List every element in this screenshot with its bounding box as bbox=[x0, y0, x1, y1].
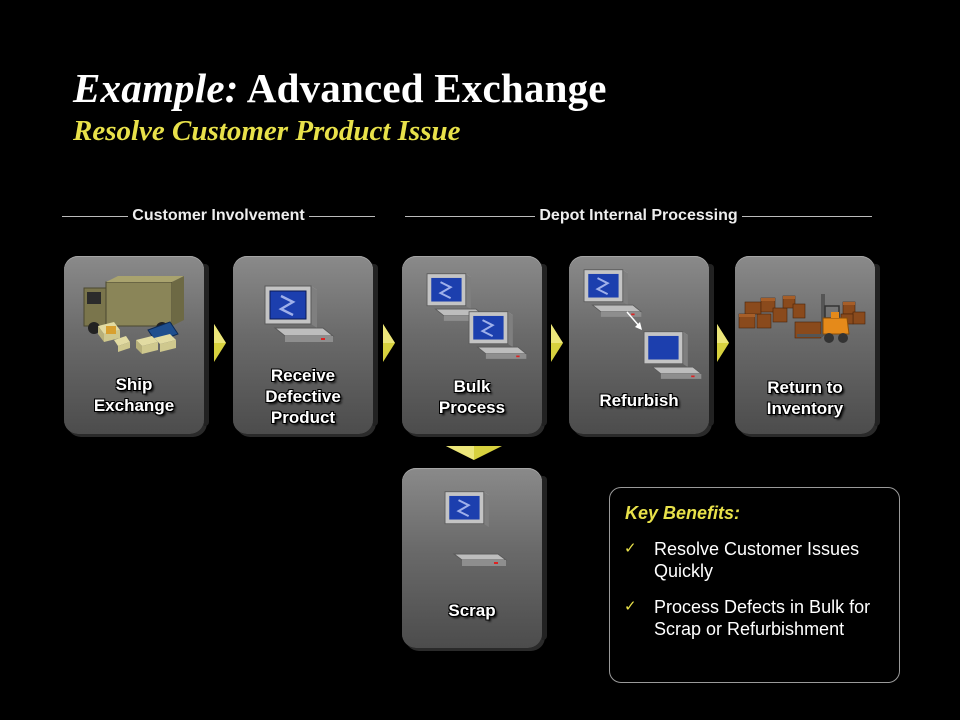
flow-arrow-icon bbox=[383, 324, 395, 362]
section-divider bbox=[741, 215, 873, 217]
step-tile-return-to-inventory: Return to Inventory bbox=[735, 256, 880, 434]
computer-icon bbox=[444, 491, 489, 528]
computer-icon bbox=[468, 311, 528, 359]
key-benefits-heading: Key Benefits: bbox=[625, 503, 741, 523]
step-label: Scrap bbox=[448, 601, 496, 620]
section-depot-label: Depot Internal Processing bbox=[539, 207, 738, 224]
flow-arrow-down-icon bbox=[446, 446, 502, 460]
step-label: Return to Inventory bbox=[735, 377, 875, 419]
label-line: Inventory bbox=[766, 399, 844, 418]
label-line: Ship bbox=[115, 375, 153, 394]
section-customer-label: Customer Involvement bbox=[132, 207, 305, 224]
benefit-item: Resolve Customer Issues Quickly bbox=[654, 539, 860, 581]
step-tile-bulk-process: Bulk Process bbox=[402, 256, 547, 434]
title-prefix: Example: bbox=[73, 65, 239, 111]
label-line: Exchange bbox=[93, 396, 175, 415]
section-divider bbox=[308, 215, 376, 217]
arrow-icon bbox=[626, 311, 642, 330]
label-line: Bulk bbox=[453, 377, 491, 396]
forklift-pallets-icon bbox=[738, 294, 866, 343]
section-depot-processing: Depot Internal Processing bbox=[405, 206, 873, 226]
computer-base-icon bbox=[452, 553, 508, 566]
page-title: Example: Advanced Exchange bbox=[73, 64, 607, 112]
computer-icon bbox=[583, 269, 643, 317]
benefit-item: Process Defects in Bulk for Scrap or Ref… bbox=[654, 597, 871, 639]
label-line: Process bbox=[438, 398, 506, 417]
label-line: Defective bbox=[265, 387, 341, 406]
label-line: Receive bbox=[270, 366, 336, 385]
section-divider bbox=[62, 215, 129, 217]
section-customer-involvement: Customer Involvement bbox=[62, 206, 376, 226]
check-icon: ✓ bbox=[624, 598, 637, 615]
page-subtitle: Resolve Customer Product Issue bbox=[73, 115, 461, 147]
step-label: Receive Defective Product bbox=[233, 365, 373, 428]
step-tile-ship-exchange: Ship Exchange bbox=[64, 256, 209, 434]
label-line: Product bbox=[270, 408, 336, 427]
computer-icon bbox=[426, 273, 486, 321]
key-benefits-box: Key Benefits: ✓ Resolve Customer Issues … bbox=[609, 487, 900, 683]
step-label: Bulk Process bbox=[402, 376, 542, 418]
truck-boxes-icon bbox=[83, 276, 184, 354]
label-line: Refurbish bbox=[599, 391, 679, 410]
computer-icon bbox=[264, 285, 335, 342]
step-tile-refurbish: Refurbish bbox=[569, 256, 714, 434]
step-tile-scrap: Scrap bbox=[402, 468, 547, 648]
label-line: Return to bbox=[767, 378, 843, 397]
check-icon: ✓ bbox=[624, 540, 637, 557]
title-main: Advanced Exchange bbox=[246, 65, 607, 111]
step-label: Refurbish bbox=[569, 390, 709, 411]
step-tile-receive-defective-product: Receive Defective Product bbox=[233, 256, 378, 434]
flow-arrow-icon bbox=[214, 324, 226, 362]
flow-arrow-icon bbox=[717, 324, 729, 362]
computer-icon bbox=[643, 331, 703, 379]
step-label: Ship Exchange bbox=[64, 374, 204, 416]
section-divider bbox=[405, 215, 536, 217]
flow-arrow-icon bbox=[551, 324, 563, 362]
